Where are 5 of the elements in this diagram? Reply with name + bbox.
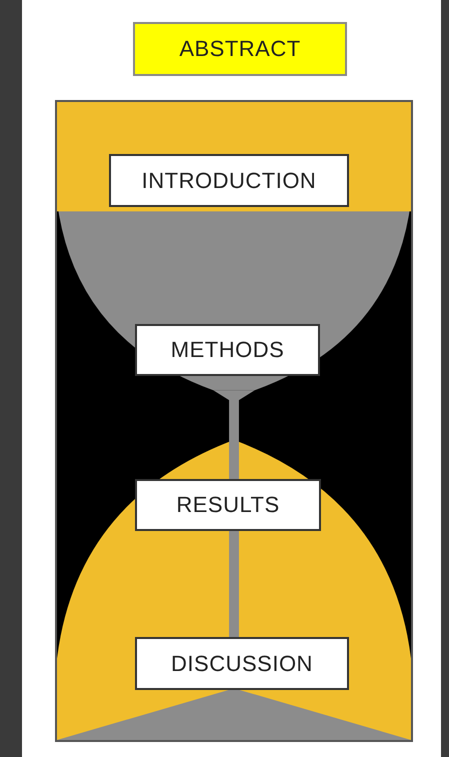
section-label: METHODS xyxy=(135,324,320,376)
heading-box: ABSTRACT xyxy=(133,22,347,76)
section-label: RESULTS xyxy=(135,479,321,531)
section-label: DISCUSSION xyxy=(135,637,349,690)
section-label: INTRODUCTION xyxy=(109,154,349,207)
